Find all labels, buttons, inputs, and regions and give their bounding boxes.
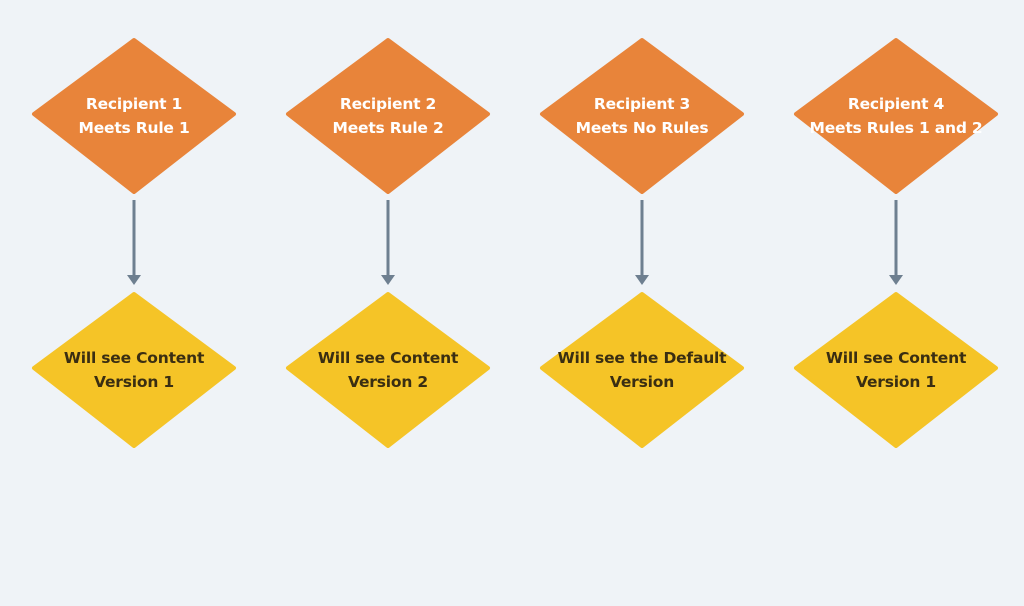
- outcome-diamond-shape: [794, 292, 998, 448]
- recipient-rule: Meets Rule 1: [78, 119, 190, 137]
- recipient-node-3: Recipient 3 Meets No Rules: [540, 38, 744, 194]
- flow-column-1: Recipient 1 Meets Rule 1 Will see Conten…: [32, 0, 236, 606]
- outcome-label: Will see the Default Version: [540, 292, 744, 448]
- flow-column-3: Recipient 3 Meets No Rules Will see the …: [540, 0, 744, 606]
- outcome-text-line-2: Version 1: [94, 373, 174, 391]
- recipient-name: Recipient 1: [85, 95, 183, 113]
- recipient-rule: Meets Rules 1 and 2: [809, 119, 983, 137]
- outcome-text-line-1: Will see the Default: [557, 349, 727, 367]
- recipient-diamond-shape: [540, 38, 744, 194]
- recipient-label: Recipient 4 Meets Rules 1 and 2: [794, 38, 998, 194]
- recipient-rule: Meets Rule 2: [332, 119, 444, 137]
- recipient-diamond-shape: [794, 38, 998, 194]
- outcome-text-line-1: Will see Content: [825, 349, 967, 367]
- outcome-text-line-2: Version 1: [856, 373, 936, 391]
- outcome-label: Will see Content Version 1: [794, 292, 998, 448]
- recipient-diamond-shape: [32, 38, 236, 194]
- recipient-label: Recipient 3 Meets No Rules: [540, 38, 744, 194]
- outcome-label: Will see Content Version 1: [32, 292, 236, 448]
- outcome-label: Will see Content Version 2: [286, 292, 490, 448]
- recipient-node-4: Recipient 4 Meets Rules 1 and 2: [794, 38, 998, 194]
- outcome-node-1: Will see Content Version 1: [32, 292, 236, 448]
- recipient-label: Recipient 1 Meets Rule 1: [32, 38, 236, 194]
- outcome-node-4: Will see Content Version 1: [794, 292, 998, 448]
- outcome-node-2: Will see Content Version 2: [286, 292, 490, 448]
- outcome-text-line-1: Will see Content: [317, 349, 459, 367]
- outcome-text-line-2: Version 2: [348, 373, 428, 391]
- recipient-name: Recipient 4: [847, 95, 945, 113]
- recipient-diamond-shape: [286, 38, 490, 194]
- outcome-text-line-1: Will see Content: [63, 349, 205, 367]
- recipient-node-1: Recipient 1 Meets Rule 1: [32, 38, 236, 194]
- flow-column-2: Recipient 2 Meets Rule 2 Will see Conten…: [286, 0, 490, 606]
- recipient-name: Recipient 2: [339, 95, 437, 113]
- recipient-name: Recipient 3: [593, 95, 691, 113]
- outcome-text-line-2: Version: [609, 373, 675, 391]
- outcome-node-3: Will see the Default Version: [540, 292, 744, 448]
- flow-column-4: Recipient 4 Meets Rules 1 and 2 Will see…: [794, 0, 998, 606]
- recipient-label: Recipient 2 Meets Rule 2: [286, 38, 490, 194]
- outcome-diamond-shape: [540, 292, 744, 448]
- outcome-diamond-shape: [286, 292, 490, 448]
- outcome-diamond-shape: [32, 292, 236, 448]
- recipient-node-2: Recipient 2 Meets Rule 2: [286, 38, 490, 194]
- recipient-rule: Meets No Rules: [575, 119, 709, 137]
